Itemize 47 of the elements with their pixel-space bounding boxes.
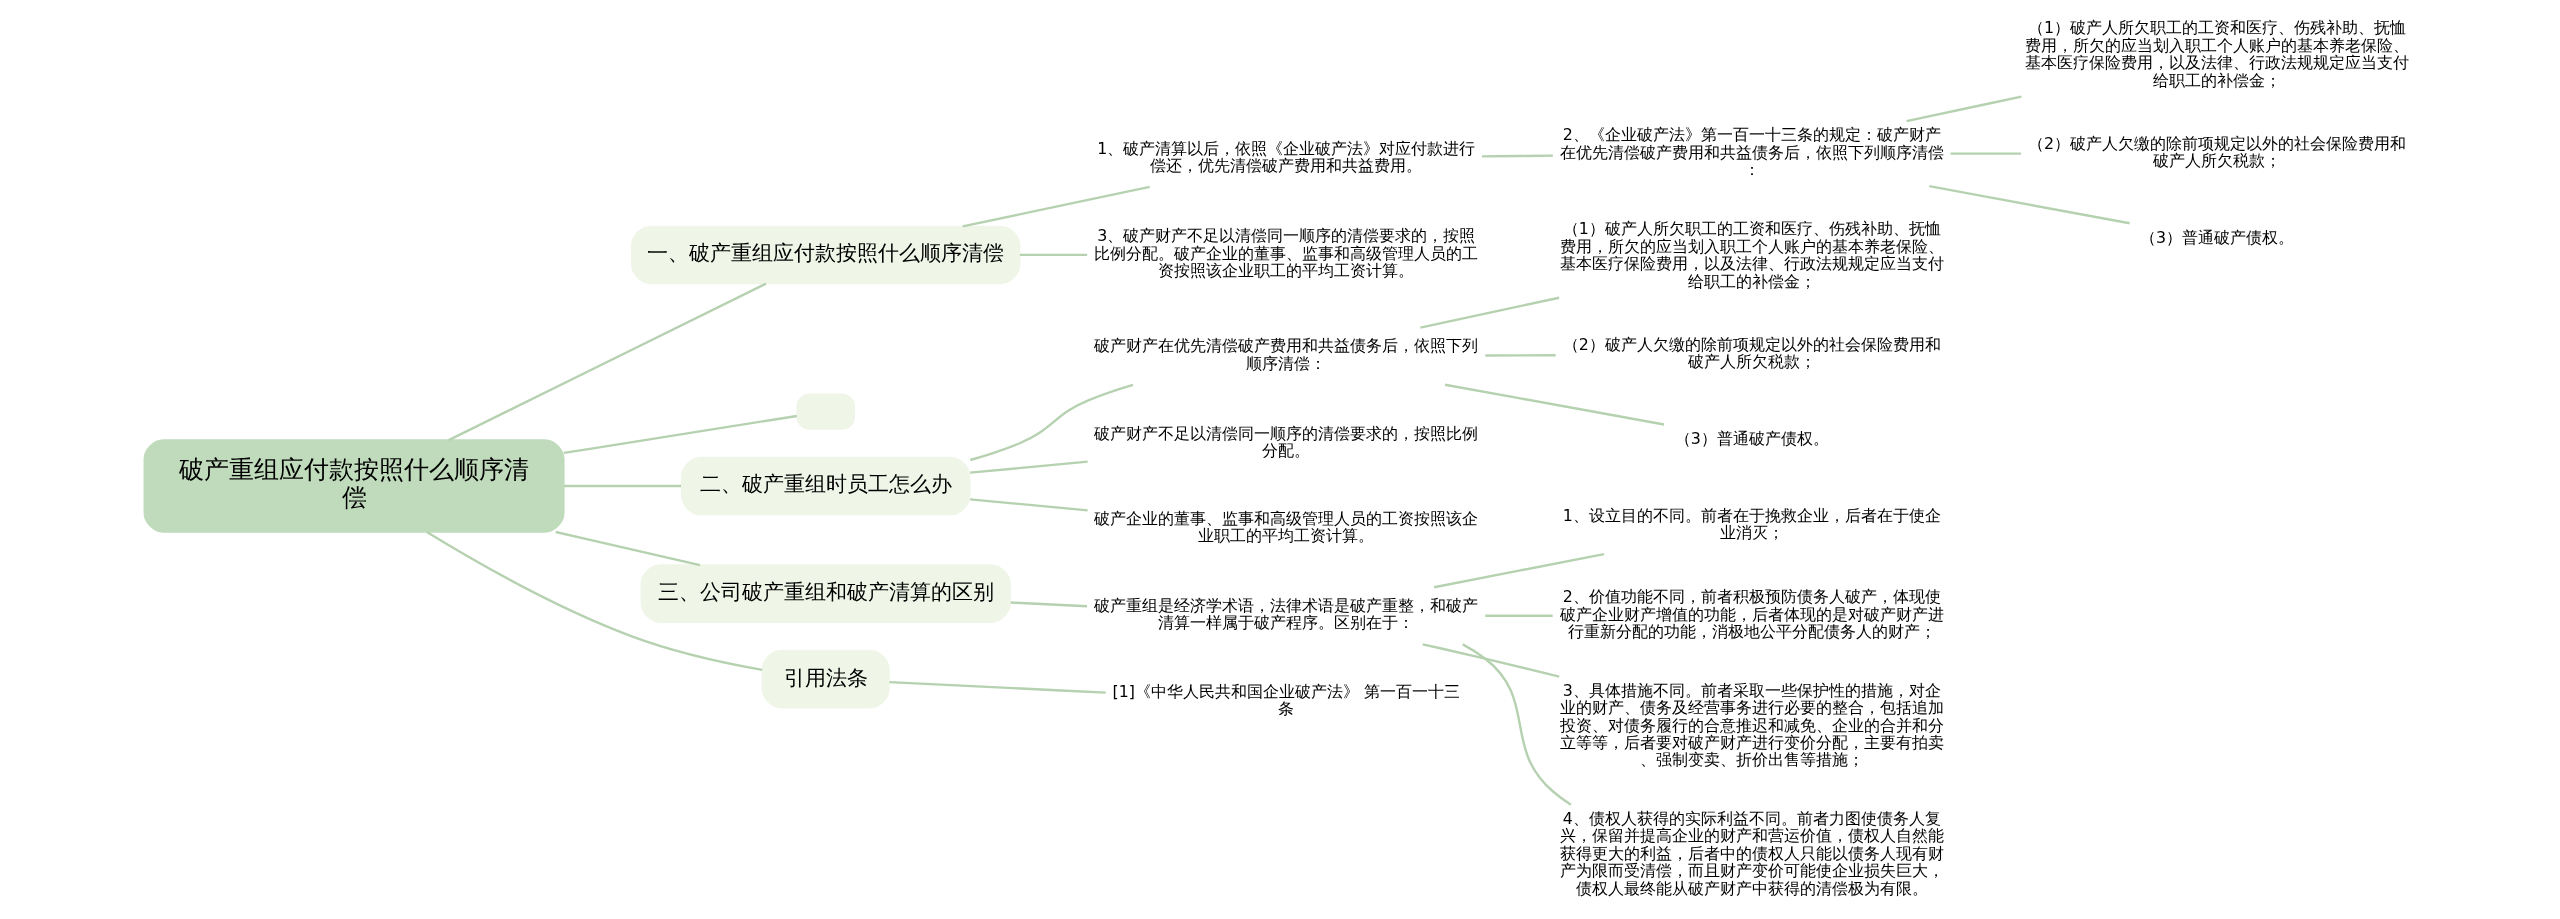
connector [1906,95,2022,123]
connector [962,185,1150,228]
node-box [796,393,855,430]
node-text: （2）破产人欠缴的除前项规定以外的社会保险费用和破产人所欠税款； [2027,133,2407,171]
node-box: 三、公司破产重组和破产清算的区别 [640,564,1011,623]
node-text: （1）破产人所欠职工的工资和医疗、伤残补助、抚恤费用，所欠的应当划入职工个人账户的基本养老保险、基本医疗保险费用，以及法律、行政法规规定应当支付给职工的补偿金； [1559,219,1944,291]
node-text: （1）破产人所欠职工的工资和医疗、伤残补助、抚恤费用，所欠的应当划入职工个人账户的基本养老保险、基本医疗保险费用，以及法律、行政法规规定应当支付给职工的补偿金； [2025,18,2410,90]
node-text: 破产财产不足以清偿同一顺序的清偿要求的，按照比例分配。 [1094,423,1479,460]
node-text: 3、具体措施不同。前者采取一些保护性的措施，对企业的财产、债务及经营事务进行必要的整合，包括追加投资、对债务履行的合意推迟和减免、企业的合并和分立等等，后者要对破产财产进行变价分配，主要有拍卖、强制变卖、折价出售等措施； [1559,680,1944,770]
connector [1485,354,1556,357]
node-text: （3）普通破产债权。 [2139,228,2295,248]
connector [563,484,682,488]
node-text: 2、《企业破产法》第一百一十三条的规定：破产财产在优先清偿破产费用和共益债务后，依照下列顺序清偿： [1559,125,1944,179]
node-box: 二、破产重组时员工怎么办 [680,456,971,516]
connector [889,680,1106,694]
connector [1420,296,1560,329]
node-text: 3、破产财产不足以清偿同一顺序的清偿要求的，按照比例分配。破产企业的董事、监事和高级管理人员的工资按照该企业职工的平均工资计算。 [1094,226,1479,281]
node-box: 破产重组应付款按照什么顺序清偿 [143,439,565,533]
connector [1462,643,1572,806]
node-text: [1]《中华人民共和国企业破产法》 第一百一十三条 [1112,681,1461,718]
connector [1929,185,2130,225]
connector [1481,154,1553,158]
connector [1010,601,1088,608]
connector [1020,253,1088,257]
connector [1433,552,1605,589]
node-text: 破产重组是经济学术语，法律术语是破产重整，和破产清算一样属于破产程序。区别在于： [1094,596,1479,633]
node-text: 1、设立目的不同。前者在于挽救企业，后者在于使企业消灭； [1562,505,1941,543]
node-box: 引用法条 [761,649,890,709]
node-text: 1、破产清算以后，依照《企业破产法》对应付款进行偿还，优先清偿破产费用和共益费用。 [1097,138,1476,176]
connector [970,498,1088,512]
node-box: 一、破产重组应付款按照什么顺序清偿 [631,225,1021,285]
connector [448,282,767,442]
connector [1950,152,2021,155]
node-text: 破产财产在优先清偿破产费用和共益债务后，依照下列顺序清偿： [1094,336,1479,373]
node-text: （2）破产人欠缴的除前项规定以外的社会保险费用和破产人所欠税款； [1562,334,1941,372]
connector [563,414,797,455]
node-text: （3）普通破产债权。 [1674,429,1829,449]
connector [426,531,763,672]
connector [1422,643,1560,678]
node-text: 破产企业的董事、监事和高级管理人员的工资按照该企业职工的平均工资计算。 [1094,509,1479,546]
node-text: 2、价值功能不同，前者积极预防债务人破产，体现使破产企业财产增值的功能，后者体现的是对破产财产进行重新分配的功能，消极地公平分配债务人的财产； [1559,587,1944,642]
connector [969,383,1134,462]
connector [555,530,701,567]
connector [1485,614,1553,617]
connector [970,460,1088,474]
node-text: 4、债权人获得的实际利益不同。前者力图使债务人复兴，保留并提高企业的财产和营运价值，债权人自然能获得更大的利益，后者中的债权人只能以债务人现有财产为限而受清偿，而且财产变价可能使企业损失巨大，债权人最终能从破产财产中获得的清偿极为有限。 [1559,808,1944,898]
connector [1444,383,1665,426]
